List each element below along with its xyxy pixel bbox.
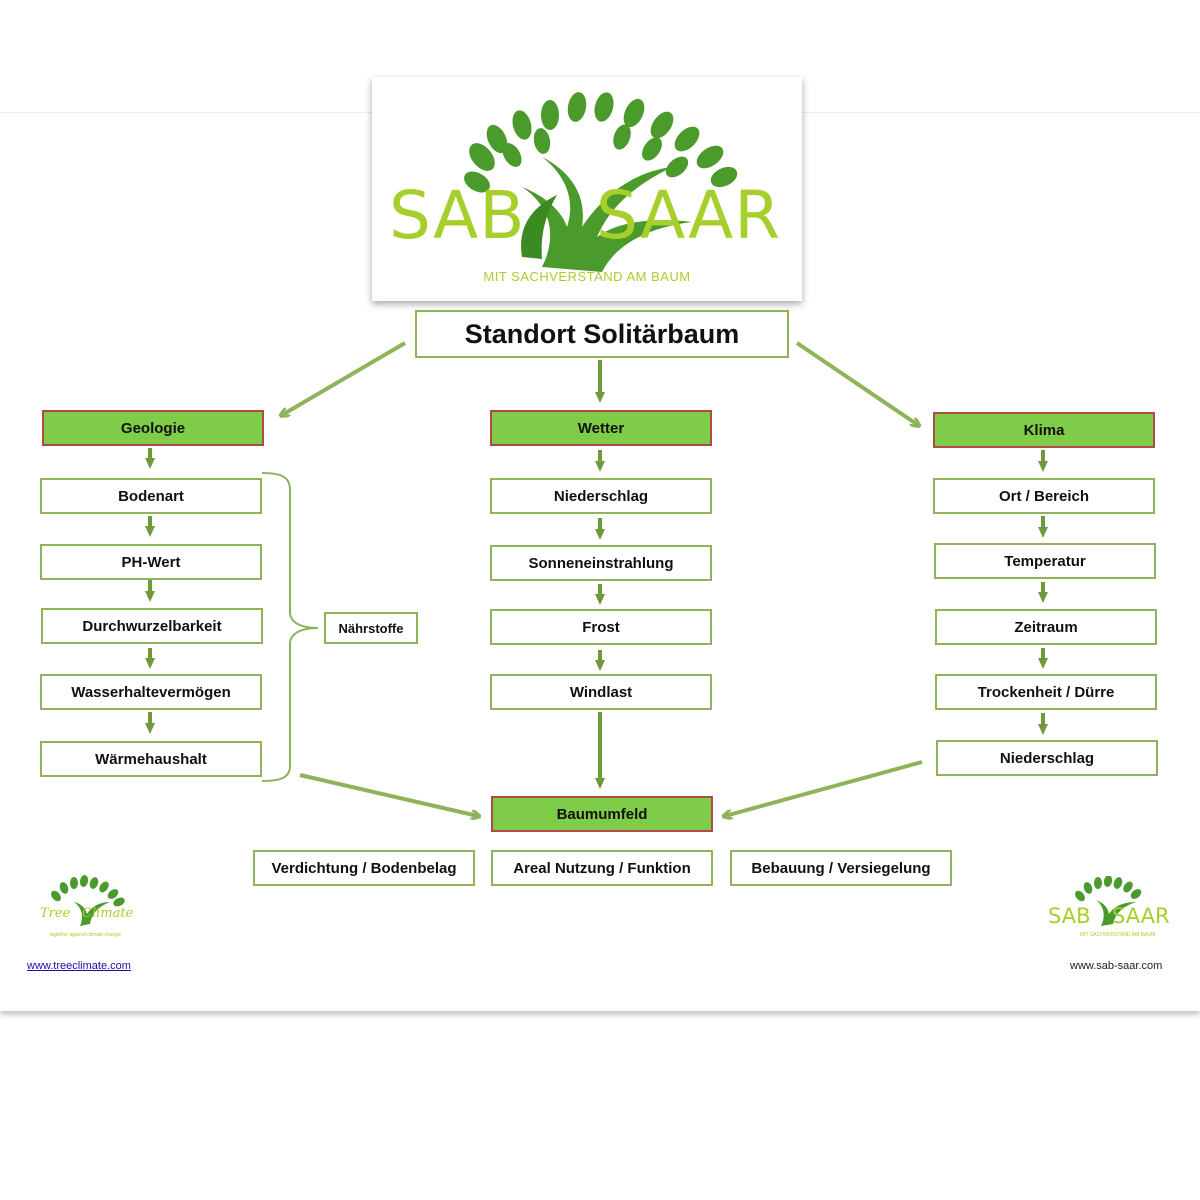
small-logo-text-sab: SAB [1048,904,1091,928]
small-logo-text-saar: SAAR [1112,904,1170,928]
treeclimate-text-right: Climate [82,906,134,921]
treeclimate-text-left: Tree [40,906,71,921]
arrow-title-to-klima [795,341,918,425]
node-waermehaushalt: Wärmehaushalt [40,741,262,777]
treeclimate-tagline: together against climate change [50,932,121,938]
arrow-geologie-to-baumumfeld [299,773,478,816]
node-wasserhaltevermoegen: Wasserhaltevermögen [40,674,262,710]
sab-saar-url: www.sab-saar.com [1070,960,1163,972]
node-ph-wert: PH-Wert [40,544,262,580]
treeclimate-tree-icon [51,875,125,926]
node-frost: Frost [490,609,712,645]
node-naehrstoffe: Nährstoffe [324,612,418,644]
naehrstoffe-brace [261,472,319,782]
small-tree-icon [1075,875,1142,926]
node-zeitraum: Zeitraum [935,609,1157,645]
arrow-title-to-geologie [282,341,407,415]
logo-tagline: MIT SACHVERSTAND AM BAUM [483,269,691,284]
node-verdichtung-bodenbelag: Verdichtung / Bodenbelag [253,850,475,886]
tree-logo-icon [464,92,738,272]
treeclimate-link[interactable]: www.treeclimate.com [27,960,131,972]
sab-saar-small-logo: SAB SAAR MIT SACHVERSTAND AM BAUM [1046,875,1170,942]
logo-text-sab: SAB [389,177,526,254]
node-sonneneinstrahlung: Sonneneinstrahlung [490,545,712,581]
node-trockenheit-duerre: Trockenheit / Dürre [935,674,1157,710]
category-wetter: Wetter [490,410,712,446]
node-areal-nutzung-funktion: Areal Nutzung / Funktion [491,850,713,886]
node-bodenart: Bodenart [40,478,262,514]
category-klima: Klima [933,412,1155,448]
diagram-title: Standort Solitärbaum [415,310,789,358]
node-niederschlag-klima: Niederschlag [936,740,1158,776]
logo-text-saar: SAAR [596,177,782,254]
sab-saar-logo: SAB SAAR MIT SACHVERSTAND AM BAUM [372,77,802,301]
arrow-klima-to-baumumfeld [725,760,923,816]
node-niederschlag-wetter: Niederschlag [490,478,712,514]
treeclimate-logo: Tree Climate together against climate ch… [36,874,136,944]
node-temperatur: Temperatur [934,543,1156,579]
category-geologie: Geologie [42,410,264,446]
small-logo-tagline: MIT SACHVERSTAND AM BAUM [1080,932,1156,938]
category-baumumfeld: Baumumfeld [491,796,713,832]
node-bebauung-versiegelung: Bebauung / Versiegelung [730,850,952,886]
node-durchwurzelbarkeit: Durchwurzelbarkeit [41,608,263,644]
node-ort-bereich: Ort / Bereich [933,478,1155,514]
node-windlast: Windlast [490,674,712,710]
